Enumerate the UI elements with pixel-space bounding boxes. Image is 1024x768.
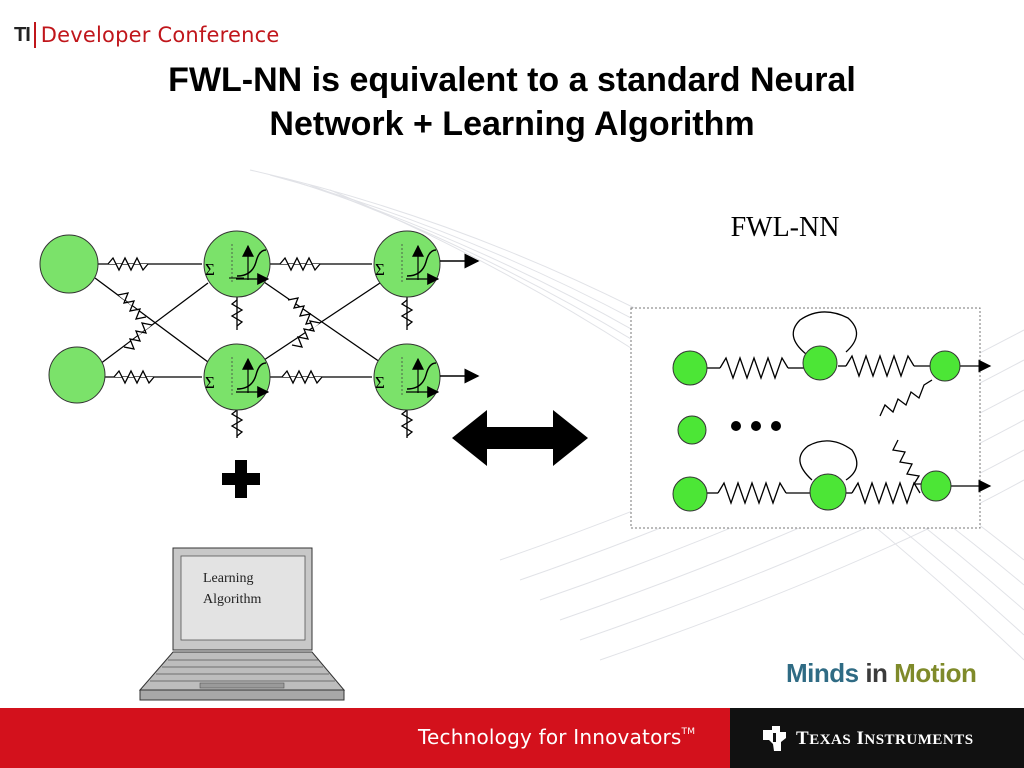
plus-sign	[222, 460, 260, 498]
ti-logo: TI	[14, 23, 31, 46]
equivalence-double-arrow	[452, 410, 588, 466]
sigma-symbol: Σ	[375, 260, 385, 279]
neuron-output-1: Σ	[373, 230, 441, 298]
neuron-hidden-1: Σ	[203, 230, 271, 298]
texas-instruments-wordmark: TEXAS INSTRUMENTS	[796, 728, 974, 749]
fwl-connections	[706, 311, 992, 505]
algorithm-text: Algorithm	[203, 592, 262, 607]
conference-header: TI Developer Conference	[14, 20, 279, 50]
neural-network-diagram: Σ Σ Σ Σ	[39, 230, 992, 701]
minds-in-motion-logo: Minds in Motion	[786, 658, 977, 688]
laptop-icon	[138, 547, 346, 701]
input-node-1	[39, 234, 99, 294]
tagline: Technology for InnovatorsTM	[418, 725, 696, 749]
fwl-nodes	[672, 345, 961, 512]
neuron-output-2: Σ	[373, 343, 441, 411]
title-line-1: FWL-NN is equivalent to a standard Neura…	[168, 61, 856, 99]
learning-text: Learning	[203, 571, 254, 586]
ellipsis-dots	[731, 421, 781, 431]
trademark: TM	[681, 727, 696, 737]
header-separator	[33, 22, 36, 48]
nn-weights	[107, 256, 414, 437]
conference-name: Developer Conference	[40, 23, 280, 47]
sigma-symbol: Σ	[375, 373, 385, 392]
footer-red-bar	[0, 708, 730, 768]
laptop-screen-text: Learning Algorithm	[203, 568, 293, 610]
slide-title: FWL-NN is equivalent to a standard Neura…	[60, 58, 964, 146]
sigma-symbol: Σ	[205, 373, 215, 392]
title-line-2: Network + Learning Algorithm	[269, 105, 755, 143]
neuron-hidden-2: Σ	[203, 343, 271, 411]
input-node-2	[48, 346, 106, 404]
fwl-nn-label: FWL-NN	[730, 212, 840, 243]
ti-chip-icon	[763, 726, 786, 751]
sigma-symbol: Σ	[205, 260, 215, 279]
